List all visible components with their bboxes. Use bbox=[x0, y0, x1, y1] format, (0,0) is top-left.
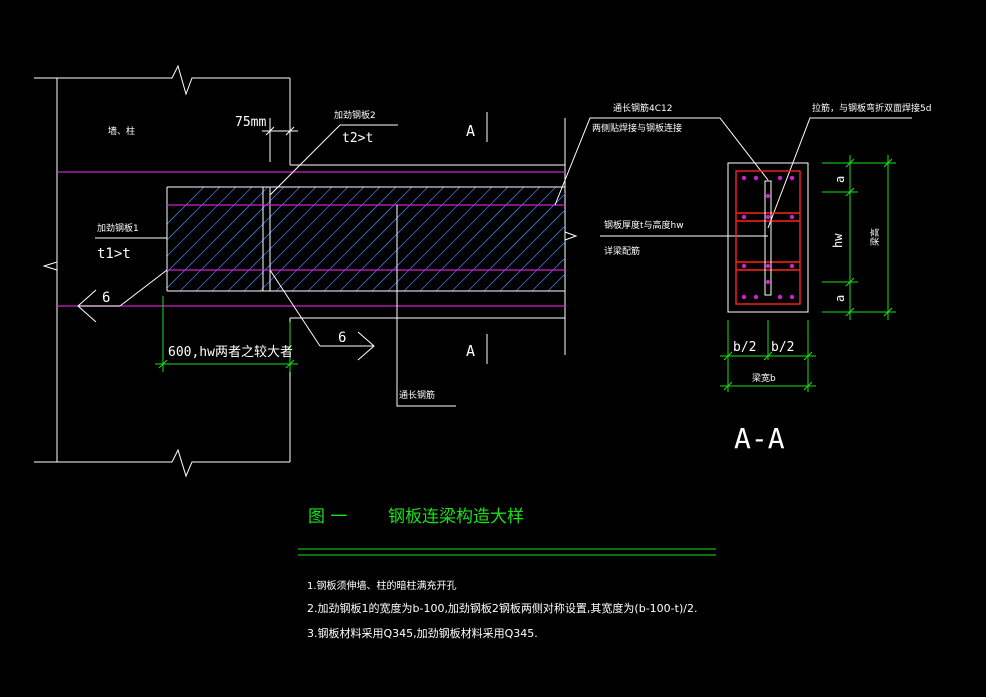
note-2: 2.加劲钢板1的宽度为b-100,加劲钢板2钢板两侧对称设置,其宽度为(b-10… bbox=[307, 601, 697, 615]
note-1: 1.钢板须伸墙、柱的暗柱满充开孔 bbox=[307, 579, 457, 592]
cut-mark-top: A bbox=[466, 122, 475, 140]
figure-title: 钢板连梁构造大样 bbox=[388, 507, 524, 527]
section-aa bbox=[720, 155, 896, 392]
hatch-line bbox=[307, 187, 413, 291]
rebar-dot bbox=[741, 263, 747, 269]
hatch-line bbox=[403, 187, 509, 291]
section-mark-right bbox=[269, 269, 375, 361]
section-mark-left bbox=[77, 269, 168, 323]
rebar-dots bbox=[741, 175, 795, 300]
rebar-dot bbox=[753, 294, 759, 300]
stiffener1-rule: t1>t bbox=[97, 246, 131, 262]
plate-note2: 详梁配筋 bbox=[604, 245, 640, 257]
beam-outline bbox=[290, 118, 578, 355]
hatch-line bbox=[195, 187, 301, 291]
note-3: 3.钢板材料采用Q345,加劲钢板材料采用Q345. bbox=[307, 626, 538, 640]
through-bars bbox=[57, 171, 565, 307]
rebar-dot bbox=[777, 175, 783, 181]
hatch-line bbox=[483, 209, 565, 291]
hatch-line bbox=[179, 187, 285, 291]
hatch-line bbox=[612, 187, 716, 291]
hatch-line bbox=[167, 187, 253, 273]
steel-plate-outline bbox=[166, 186, 565, 292]
rebar-dot bbox=[765, 214, 771, 220]
rebar-dot bbox=[741, 214, 747, 220]
dim-b2-left: b/2 bbox=[733, 340, 756, 355]
dim-b2-right: b/2 bbox=[771, 340, 794, 355]
rebar-dot bbox=[789, 263, 795, 269]
anchor-note: 拉筋，与钢板弯折双面焊接5d bbox=[812, 102, 931, 114]
hatch-line bbox=[547, 273, 565, 291]
rebar-dot bbox=[777, 294, 783, 300]
section-title: A-A bbox=[734, 422, 785, 455]
dim-a-bottom: a bbox=[833, 295, 847, 302]
hatch-line bbox=[339, 187, 445, 291]
dim-hw: hw bbox=[831, 233, 845, 248]
hatch-line bbox=[467, 193, 565, 291]
dim-600-text: 600,hw两者之较大者 bbox=[168, 345, 293, 360]
top-bar-note: 两侧贴焊接与钢板连接 bbox=[592, 122, 682, 134]
hatch-line bbox=[259, 187, 365, 291]
hatch-line bbox=[227, 187, 333, 291]
hatch-line bbox=[419, 187, 525, 291]
rebar-dot bbox=[789, 294, 795, 300]
rebar-dot bbox=[765, 193, 771, 199]
hatch-line bbox=[628, 187, 732, 291]
rebar-dot bbox=[741, 175, 747, 181]
hatch-line bbox=[451, 187, 557, 291]
section-mark-right-text: 6 bbox=[338, 330, 346, 346]
dim-75mm bbox=[262, 118, 298, 162]
hatch-line bbox=[580, 187, 684, 291]
hatch-line bbox=[660, 187, 764, 291]
plate-note: 钢板厚度t与高度hw bbox=[604, 219, 684, 231]
wall-column-label: 墙、柱 bbox=[108, 125, 135, 137]
rebar-dot bbox=[765, 279, 771, 285]
hatch-line bbox=[387, 187, 493, 291]
hatch-line bbox=[167, 187, 269, 289]
stiffener1-label: 加劲钢板1 bbox=[97, 222, 139, 234]
hatch-line bbox=[243, 187, 349, 291]
rebar-dot bbox=[765, 263, 771, 269]
dim-beam-width: 梁宽b bbox=[752, 372, 776, 384]
cut-mark-bottom: A bbox=[466, 342, 475, 360]
hatch-line bbox=[167, 187, 221, 241]
steel-plate-hatch bbox=[167, 187, 796, 291]
stiffener2-label: 加劲钢板2 bbox=[334, 109, 376, 121]
hatch-line bbox=[371, 187, 477, 291]
stiffener2-rule: t2>t bbox=[342, 131, 373, 146]
top-bar-label: 通长钢筋4C12 bbox=[613, 102, 672, 114]
dim-75mm-text: 75mm bbox=[235, 115, 266, 130]
dim-a-top: a bbox=[833, 176, 847, 183]
figure-number: 图 一 bbox=[308, 507, 347, 527]
hatch-line bbox=[167, 187, 205, 225]
hatch-line bbox=[211, 187, 317, 291]
hatch-line bbox=[167, 187, 237, 257]
hatch-line bbox=[499, 225, 565, 291]
steel-plate-section bbox=[764, 180, 772, 296]
through-bar-label: 通长钢筋 bbox=[399, 389, 435, 401]
rebar-dot bbox=[741, 294, 747, 300]
hatch-line bbox=[435, 187, 541, 291]
rebar-dot bbox=[789, 175, 795, 181]
hatch-line bbox=[692, 187, 796, 291]
hatch-line bbox=[355, 187, 461, 291]
hatch-line bbox=[596, 187, 700, 291]
hatch-line bbox=[291, 187, 397, 291]
dim-600 bbox=[155, 296, 298, 372]
hatch-line bbox=[531, 257, 565, 291]
rebar-dot bbox=[789, 214, 795, 220]
hatch-line bbox=[515, 241, 565, 291]
hatch-line bbox=[275, 187, 381, 291]
section-mark-left-text: 6 bbox=[102, 290, 110, 306]
rebar-dot bbox=[753, 175, 759, 181]
hatch-line bbox=[563, 289, 565, 291]
hatch-line bbox=[644, 187, 748, 291]
hatch-line bbox=[323, 187, 429, 291]
dim-beam-height: 梁高 bbox=[869, 228, 881, 246]
